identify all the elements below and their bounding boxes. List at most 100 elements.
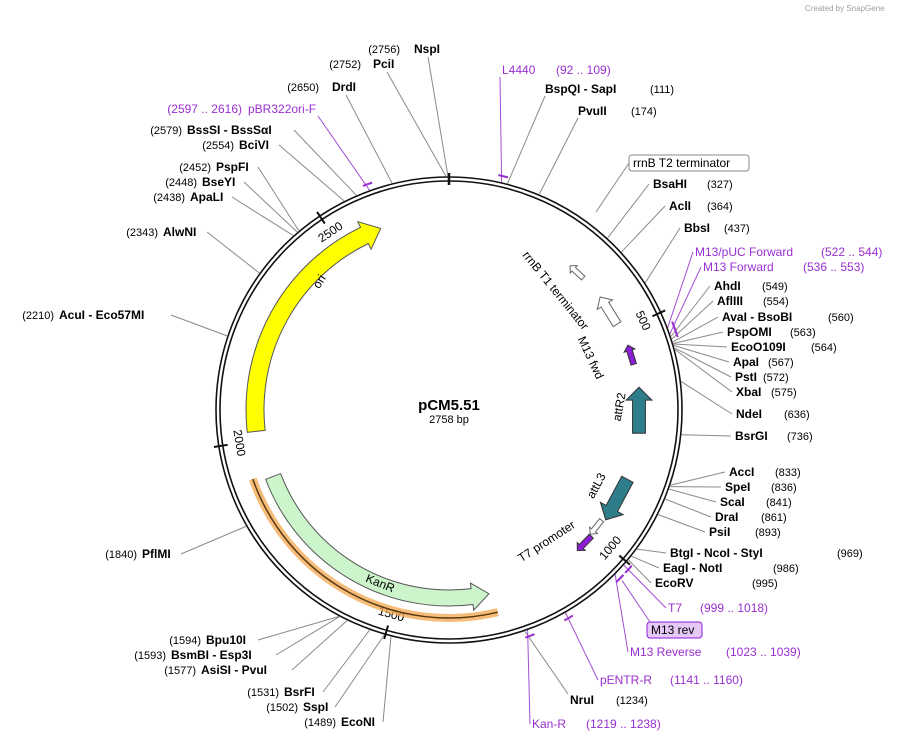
feature-m13-rev[interactable] <box>573 532 595 554</box>
primer-m13-puc-forward[interactable]: M13/pUC Forward <box>695 245 793 259</box>
enzyme-bspqi-sapi[interactable]: BspQI - SapI <box>545 82 616 96</box>
label-m13-fwd: M13 fwd <box>575 334 607 381</box>
enzyme-position: (549) <box>762 281 788 293</box>
enzyme-pvuii[interactable]: PvuII <box>578 104 607 118</box>
enzyme-position: (636) <box>784 409 810 421</box>
enzyme-pspomi[interactable]: PspOMI <box>727 325 772 339</box>
enzyme-leader <box>243 181 298 233</box>
enzyme-leader <box>670 471 726 486</box>
feature-attl3[interactable] <box>594 473 638 526</box>
tick-label: 500 <box>633 309 654 333</box>
enzyme-nrui[interactable]: NruI <box>570 693 594 707</box>
enzyme-scai[interactable]: ScaI <box>720 495 745 509</box>
enzyme-drdi[interactable]: DrdI <box>332 80 356 94</box>
feature-rrnb-t2-terminator[interactable] <box>567 262 587 282</box>
enzyme-leader <box>322 629 370 693</box>
primer-mark[interactable] <box>498 174 509 179</box>
enzyme-bpu10i[interactable]: Bpu10I <box>206 633 246 647</box>
enzyme-alwni[interactable]: AlwNI <box>163 225 196 239</box>
feature-attr2[interactable] <box>624 386 654 434</box>
enzyme-position: (2210) <box>22 310 54 322</box>
enzyme-psti[interactable]: PstI <box>735 370 757 384</box>
primer-mark[interactable] <box>624 564 633 574</box>
plasmid-length: 2758 bp <box>429 414 469 426</box>
primer-m13-reverse[interactable]: M13 Reverse <box>630 645 702 659</box>
enzyme-eagi-noti[interactable]: EagI - NotI <box>663 561 722 575</box>
feature-ori[interactable] <box>245 220 382 433</box>
enzyme-position: (2650) <box>287 82 319 94</box>
feature-rrnb-t1-terminator[interactable] <box>593 292 625 329</box>
primer-mark[interactable] <box>615 574 625 583</box>
primer-pentr-r[interactable]: pENTR-R <box>600 673 652 687</box>
enzyme-leader <box>507 95 546 184</box>
enzyme-apali[interactable]: ApaLI <box>190 190 223 204</box>
enzyme-bsahi[interactable]: BsaHI <box>653 177 687 191</box>
enzyme-leader <box>621 205 666 253</box>
enzyme-asisi-pvui[interactable]: AsiSI - PvuI <box>201 663 267 677</box>
enzyme-acui-eco57mi[interactable]: AcuI - Eco57MI <box>59 308 144 322</box>
enzyme-position: (861) <box>761 512 787 524</box>
enzyme-spei[interactable]: SpeI <box>725 480 750 494</box>
enzyme-bsrfi[interactable]: BsrFI <box>284 685 315 699</box>
primer-kan-r[interactable]: Kan-R <box>532 717 566 731</box>
enzyme-pflmi[interactable]: PflMI <box>142 547 171 561</box>
enzyme-afliii[interactable]: AflIII <box>717 294 743 308</box>
primer-l4440[interactable]: L4440 <box>502 63 536 77</box>
enzyme-btgi-ncoi-styi[interactable]: BtgI - NcoI - StyI <box>670 546 763 560</box>
enzyme-bcivi[interactable]: BciVI <box>239 138 269 152</box>
feature-kanr[interactable] <box>264 472 490 612</box>
enzyme-leader <box>278 144 345 202</box>
enzyme-leader <box>673 345 730 363</box>
enzyme-nspi[interactable]: NspI <box>414 42 440 56</box>
enzyme-sspi[interactable]: SspI <box>303 700 328 714</box>
enzyme-bseyi[interactable]: BseYI <box>202 175 235 189</box>
enzyme-xbai[interactable]: XbaI <box>736 385 761 399</box>
primer-m13-forward[interactable]: M13 Forward <box>703 260 774 274</box>
enzyme-bsmbi-esp3i[interactable]: BsmBI - Esp3I <box>171 648 252 662</box>
primer-range: (2597 .. 2616) <box>167 102 242 116</box>
enzyme-bbsi[interactable]: BbsI <box>684 221 710 235</box>
enzyme-position: (560) <box>828 312 854 324</box>
enzyme-acli[interactable]: AclI <box>669 199 691 213</box>
enzyme-position: (836) <box>771 482 797 494</box>
primer-leader <box>499 76 503 184</box>
feature-m13-fwd[interactable] <box>623 344 640 366</box>
enzyme-drai[interactable]: DraI <box>715 510 738 524</box>
enzyme-bsrgi[interactable]: BsrGI <box>735 429 768 443</box>
kanr-highlight-line <box>252 478 498 619</box>
enzyme-position: (174) <box>631 106 657 118</box>
enzyme-avai-bsobi[interactable]: AvaI - BsoBI <box>722 310 792 324</box>
enzyme-leader <box>231 196 294 236</box>
label-m13-rev[interactable]: M13 rev <box>651 623 694 637</box>
enzyme-apai[interactable]: ApaI <box>733 355 759 369</box>
enzyme-ndei[interactable]: NdeI <box>736 407 762 421</box>
enzyme-bsssi-bsss-i[interactable]: BssSI - BssSαI <box>187 123 272 137</box>
tick-label: 2000 <box>230 429 248 458</box>
primer-mark[interactable] <box>563 614 574 622</box>
enzyme-position: (995) <box>752 578 778 590</box>
primer-mark[interactable] <box>524 633 535 639</box>
enzyme-ahdi[interactable]: AhdI <box>714 279 741 293</box>
enzyme-psii[interactable]: PsiI <box>709 525 730 539</box>
primer-range: (1219 .. 1238) <box>586 717 661 731</box>
enzyme-ecoo109i[interactable]: EcoO109I <box>731 340 786 354</box>
enzyme-leader <box>257 166 300 231</box>
enzyme-pspfi[interactable]: PspFI <box>216 160 249 174</box>
enzyme-position: (1489) <box>304 717 336 729</box>
enzyme-leader <box>670 285 711 337</box>
enzyme-acci[interactable]: AccI <box>729 465 754 479</box>
enzyme-ecorv[interactable]: EcoRV <box>655 576 693 590</box>
feature-t7-promoter[interactable] <box>586 517 605 537</box>
label-ori: ori <box>310 272 329 291</box>
enzyme-econi[interactable]: EcoNI <box>341 715 375 729</box>
label-attl3: attL3 <box>584 470 609 500</box>
enzyme-position: (1577) <box>164 665 196 677</box>
enzyme-position: (2343) <box>126 227 158 239</box>
primer-mark[interactable] <box>673 327 679 338</box>
primer-pbr322ori-f[interactable]: pBR322ori-F <box>248 102 316 116</box>
enzyme-pcii[interactable]: PciI <box>373 57 394 71</box>
primer-mark[interactable] <box>362 181 373 187</box>
enzyme-leader <box>345 94 393 184</box>
primer-t7[interactable]: T7 <box>668 601 682 615</box>
